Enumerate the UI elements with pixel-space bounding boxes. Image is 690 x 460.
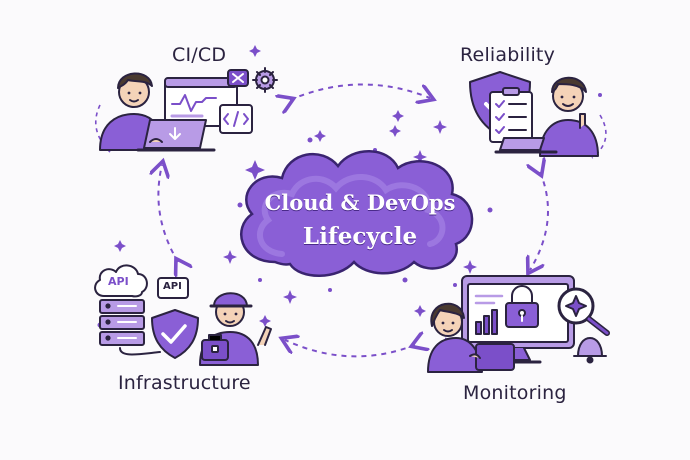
api-card-label: API bbox=[163, 281, 182, 292]
stage-label-cicd: CI/CD bbox=[172, 44, 227, 66]
arrow-reliability-to-monitoring bbox=[530, 172, 549, 270]
reliability-illustration bbox=[469, 71, 599, 157]
shield-icon bbox=[151, 309, 199, 359]
stage-label-reliability: Reliability bbox=[460, 44, 556, 66]
magnifier-icon bbox=[557, 287, 610, 336]
lifecycle-title-line1: Cloud & DevOps bbox=[264, 190, 456, 215]
stage-label-monitoring: Monitoring bbox=[463, 382, 567, 404]
server-rack-icon bbox=[99, 299, 145, 346]
arrow-infrastructure-to-cicd bbox=[158, 165, 178, 262]
monitoring-illustration bbox=[427, 275, 610, 373]
bell-icon bbox=[573, 337, 607, 357]
arrow-monitoring-to-infrastructure bbox=[285, 340, 415, 358]
cicd-illustration bbox=[99, 67, 278, 152]
api-cloud-icon bbox=[94, 264, 148, 298]
padlock-icon bbox=[505, 285, 539, 328]
infrastructure-illustration bbox=[94, 264, 272, 366]
lifecycle-title-line2: Lifecycle bbox=[302, 223, 418, 250]
stage-label-infrastructure: Infrastructure bbox=[118, 372, 251, 394]
arrow-cicd-to-reliability bbox=[290, 83, 430, 100]
lifecycle-cloud bbox=[240, 150, 474, 277]
api-cloud-label: API bbox=[108, 275, 129, 288]
lifecycle-title: Cloud & DevOps Lifecycle bbox=[240, 186, 480, 254]
